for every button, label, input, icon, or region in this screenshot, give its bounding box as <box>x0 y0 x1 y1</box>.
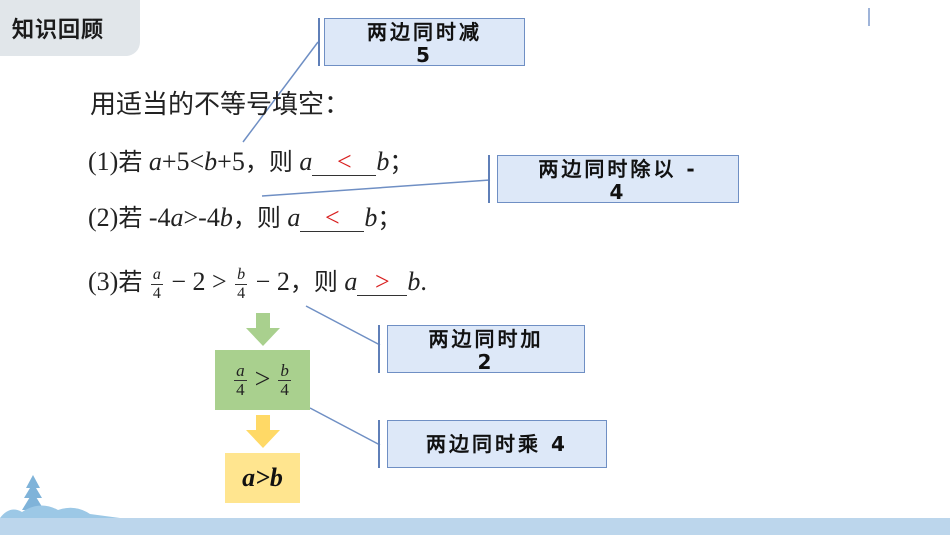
fraction-b-den: 4 <box>237 284 246 302</box>
green-operator: > <box>254 364 271 395</box>
callout-subtract-5: 两边同时减 5 <box>324 18 525 67</box>
problem-3-ruo: 若 <box>118 268 143 296</box>
callout-1-line2: 5 <box>416 43 433 67</box>
fraction-a-den: 4 <box>152 284 161 302</box>
callout-3-line1: 两边同时加 <box>428 327 544 351</box>
green-fraction-a-num: a <box>234 360 247 381</box>
problem-2-mid1: >-4 <box>183 203 220 232</box>
problem-3-minus1: − 2 > <box>164 267 234 296</box>
bottom-decorative-strip <box>0 518 950 535</box>
problem-2-answer-a: a <box>287 203 301 232</box>
problem-1-var-b: b <box>204 147 218 176</box>
callout-1-bar <box>318 18 320 66</box>
problem-1-var-a: a <box>148 147 162 176</box>
problem-3-minus2: − 2 <box>249 267 290 296</box>
connector-line-1 <box>242 41 319 143</box>
step-result: a>b <box>225 453 300 503</box>
section-title: 知识回顾 <box>0 0 140 56</box>
problem-3-answer-blank: > <box>357 269 408 296</box>
callout-2-line2: 4 <box>609 180 627 204</box>
instruction-text: 用适当的不等号填空： <box>90 90 351 120</box>
problem-3-number: (3) <box>88 267 119 296</box>
problem-1-ze: ，则 <box>244 148 293 176</box>
callout-4-line1: 两边同时乘 4 <box>426 432 568 456</box>
problem-2: (2)若 -4a>-4b，则 a<b； <box>88 198 401 233</box>
callout-2-line1: 两边同时除以 - <box>538 157 698 181</box>
callout-1-line1: 两边同时减 <box>367 20 482 44</box>
connector-line-2 <box>261 179 491 197</box>
callout-3-bar <box>378 325 380 373</box>
problem-1-mid2: +5 <box>217 147 245 176</box>
callout-multiply-4: 两边同时乘 4 <box>387 420 607 468</box>
problem-2-answer-b: b <box>364 203 378 232</box>
problem-1-ruo: 若 <box>118 148 143 176</box>
problem-3-answer-b: b <box>407 267 421 296</box>
callout-add-2: 两边同时加 2 <box>387 325 585 374</box>
problem-2-var-b: b <box>219 203 233 232</box>
fraction-b-num: b <box>235 265 248 285</box>
problem-1-mid1: +5< <box>161 147 205 176</box>
problem-1-answer-a: a <box>299 147 313 176</box>
problem-1-answer-b: b <box>376 147 390 176</box>
problem-3-answer-a: a <box>344 267 358 296</box>
connector-line-4 <box>309 407 381 446</box>
problem-2-lead: -4 <box>142 203 171 232</box>
ground-decoration <box>0 505 120 518</box>
problem-2-number: (2) <box>88 203 119 232</box>
green-fraction-b-num: b <box>278 360 291 381</box>
fraction-a-num: a <box>150 265 163 285</box>
problem-2-var-a: a <box>170 203 184 232</box>
green-fraction-b-den: 4 <box>280 379 289 399</box>
top-divider-tick <box>868 8 870 26</box>
callout-4-bar <box>378 420 380 468</box>
callout-3-line2: 2 <box>477 350 495 374</box>
problem-3-end: . <box>420 267 427 296</box>
problem-1-end: ； <box>389 148 414 176</box>
callout-divide-neg4: 两边同时除以 - 4 <box>497 155 739 204</box>
problem-2-end: ； <box>377 204 402 232</box>
problem-1-answer-blank: < <box>312 149 377 176</box>
problem-2-ruo: 若 <box>118 204 143 232</box>
problem-2-ze: ，则 <box>232 204 281 232</box>
down-arrow-green <box>246 313 280 346</box>
problem-1: (1)若 a+5<b+5，则 a<b； <box>88 142 413 177</box>
callout-2-bar <box>488 155 490 203</box>
problem-3-ze: ，则 <box>289 268 338 296</box>
down-arrow-yellow <box>246 415 280 448</box>
green-fraction-a-den: 4 <box>236 379 245 399</box>
tree-decoration <box>22 475 44 518</box>
problem-1-number: (1) <box>88 147 119 176</box>
problem-2-answer-blank: < <box>300 205 365 232</box>
connector-line-3 <box>305 305 381 346</box>
